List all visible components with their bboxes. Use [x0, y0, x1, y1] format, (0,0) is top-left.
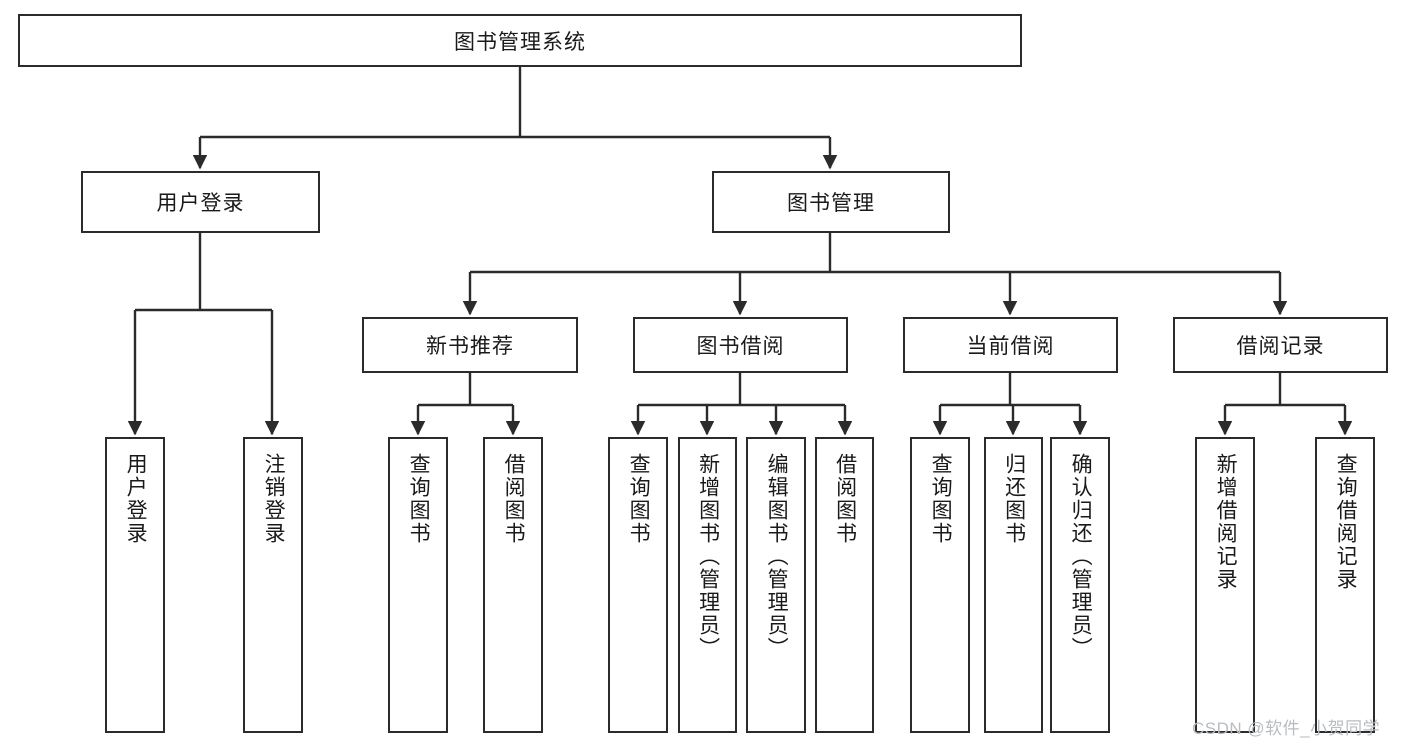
- leaf-node-label: 借阅图书: [502, 453, 526, 545]
- node-user-login[interactable]: 用户登录: [81, 171, 320, 233]
- leaf-node-label: 编辑图书（管理员）: [765, 453, 789, 660]
- leaf-node-label: 新增借阅记录: [1214, 453, 1238, 591]
- node-book-borrow[interactable]: 图书借阅: [633, 317, 848, 373]
- node-new-book-recommend[interactable]: 新书推荐: [362, 317, 578, 373]
- leaf-node-label: 查询图书: [929, 453, 953, 545]
- leaf-node[interactable]: 查询借阅记录: [1315, 437, 1375, 733]
- node-borrow-record-label: 借阅记录: [1236, 335, 1325, 358]
- node-borrow-record[interactable]: 借阅记录: [1173, 317, 1388, 373]
- leaf-node[interactable]: 注销登录: [243, 437, 303, 733]
- leaf-node-label: 查询借阅记录: [1334, 453, 1358, 591]
- node-root[interactable]: 图书管理系统: [18, 14, 1022, 67]
- leaf-node-label: 新增图书（管理员）: [696, 453, 720, 660]
- leaf-node-label: 查询图书: [627, 453, 651, 545]
- leaf-node[interactable]: 用户登录: [105, 437, 165, 733]
- leaf-node[interactable]: 查询图书: [608, 437, 668, 733]
- node-book-management[interactable]: 图书管理: [712, 171, 950, 233]
- leaf-node[interactable]: 查询图书: [388, 437, 448, 733]
- node-book-management-label: 图书管理: [787, 192, 875, 215]
- node-current-borrow[interactable]: 当前借阅: [903, 317, 1118, 373]
- leaf-node[interactable]: 借阅图书: [815, 437, 874, 733]
- leaf-node[interactable]: 借阅图书: [483, 437, 543, 733]
- leaf-node[interactable]: 新增借阅记录: [1195, 437, 1255, 733]
- leaf-node-label: 借阅图书: [833, 453, 857, 545]
- leaf-node-label: 确认归还（管理员）: [1069, 453, 1093, 660]
- node-user-login-label: 用户登录: [156, 192, 245, 215]
- leaf-node-label: 查询图书: [407, 453, 431, 545]
- leaf-node-label: 归还图书: [1002, 453, 1026, 545]
- leaf-node[interactable]: 归还图书: [984, 437, 1043, 733]
- node-root-label: 图书管理系统: [454, 30, 586, 54]
- node-current-borrow-label: 当前借阅: [966, 335, 1055, 358]
- leaf-node[interactable]: 编辑图书（管理员）: [746, 437, 806, 733]
- node-book-borrow-label: 图书借阅: [696, 335, 785, 358]
- leaf-node[interactable]: 查询图书: [910, 437, 970, 733]
- leaf-node[interactable]: 新增图书（管理员）: [678, 437, 737, 733]
- node-new-book-recommend-label: 新书推荐: [426, 335, 514, 358]
- leaf-node-label: 注销登录: [262, 453, 286, 545]
- leaf-node[interactable]: 确认归还（管理员）: [1050, 437, 1110, 733]
- leaf-node-label: 用户登录: [124, 453, 148, 545]
